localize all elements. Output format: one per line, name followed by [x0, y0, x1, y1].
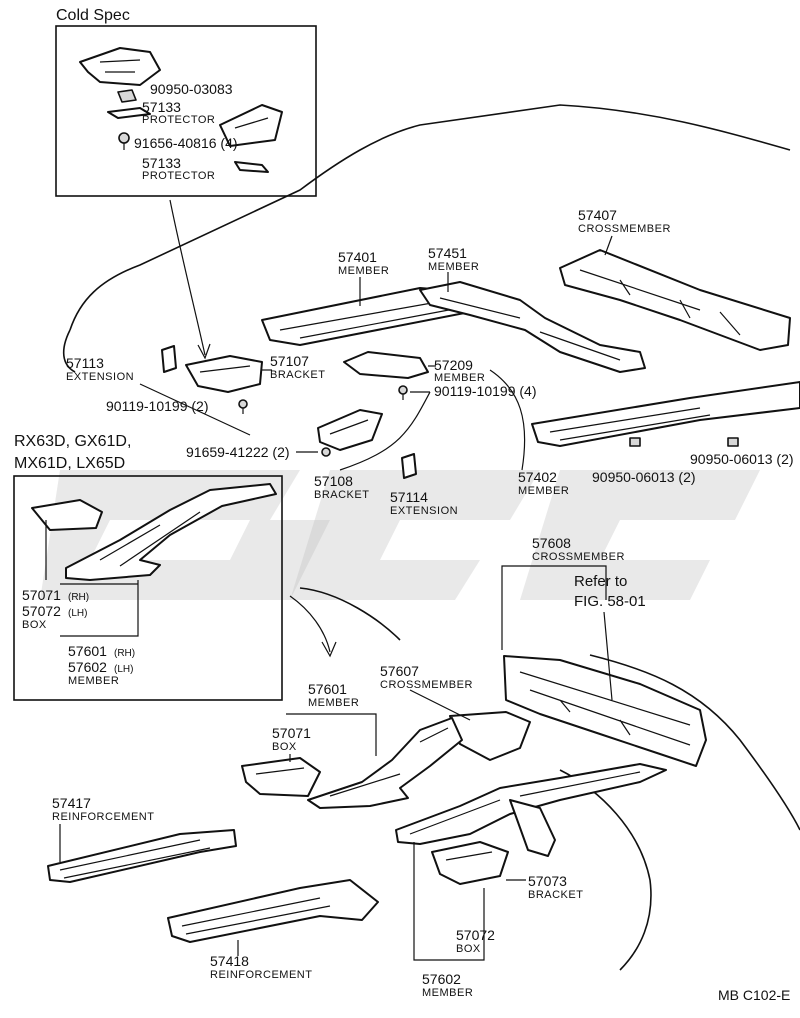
label-57401-no: 57401 — [338, 249, 377, 265]
label-90119a-no: 90119-10199 (2) — [106, 398, 208, 414]
label-var-box-side2: (LH) — [68, 608, 87, 619]
label-var-box-no2: 57072 — [22, 603, 61, 619]
label-cold-p2-name: PROTECTOR — [142, 114, 215, 126]
label-57113-no: 57113 — [66, 355, 104, 371]
part-57209-member — [343, 351, 436, 379]
label-57418-no: 57418 — [210, 953, 249, 969]
bolt-90119-a — [238, 399, 248, 414]
label-cold-p3-no: 91656-40816 (4) — [134, 135, 238, 151]
label-var-member-name: MEMBER — [68, 675, 119, 687]
label-57401-name: MEMBER — [338, 265, 389, 277]
cold-spec-title: Cold Spec — [56, 7, 130, 24]
label-90950b-no: 90950-06013 (2) — [690, 451, 794, 467]
label-57114-no: 57114 — [390, 489, 428, 505]
direction-arrow — [289, 595, 331, 653]
label-57107-no: 57107 — [270, 353, 309, 369]
label-cold-p4-name: PROTECTOR — [142, 170, 215, 182]
label-90119b-no: 90119-10199 (4) — [434, 383, 536, 399]
label-57073-no: 57073 — [528, 873, 567, 889]
label-57601-no: 57601 — [308, 681, 347, 697]
part-57402-member — [531, 381, 800, 447]
cold-spec-arrow — [169, 199, 206, 356]
label-cold-p2-no: 57133 — [142, 99, 181, 115]
part-57407-crossmember — [559, 235, 791, 351]
label-57107-name: BRACKET — [270, 369, 325, 381]
label-var-member-no2: 57602 — [68, 659, 107, 675]
refer-line1: Refer to — [574, 573, 627, 590]
label-57209-name: MEMBER — [434, 372, 485, 384]
label-cold-p1-no: 90950-03083 — [150, 81, 233, 97]
label-57108-no: 57108 — [314, 473, 353, 489]
label-57402-no: 57402 — [518, 469, 557, 485]
figure-code: MB C102-E — [718, 987, 790, 1003]
refer-line2: FIG. 58-01 — [574, 593, 646, 610]
label-57608-no: 57608 — [532, 535, 571, 551]
label-57407-name: CROSSMEMBER — [578, 223, 671, 235]
label-57602-no: 57602 — [422, 971, 461, 987]
part-57607-crossmember — [409, 689, 531, 761]
label-var-box-no1: 57071 — [22, 587, 61, 603]
label-var-member-side1: (RH) — [114, 648, 135, 659]
variants-line1: RX63D, GX61D, — [14, 433, 131, 450]
label-57108-name: BRACKET — [314, 489, 369, 501]
label-57608-name: CROSSMEMBER — [532, 551, 625, 563]
label-57417-name: REINFORCEMENT — [52, 811, 154, 823]
part-57417-reinforcement — [47, 824, 237, 883]
label-57072-no: 57072 — [456, 927, 495, 943]
part-57113-extension — [161, 345, 177, 373]
variants-inset — [13, 475, 283, 701]
label-57407-no: 57407 — [578, 207, 617, 223]
label-var-box-name: BOX — [22, 619, 47, 631]
label-57071-name: BOX — [272, 741, 297, 753]
label-57071-no: 57071 — [272, 725, 311, 741]
part-57601-member — [286, 713, 463, 809]
part-57602-member — [395, 763, 667, 857]
label-var-member-side2: (LH) — [114, 664, 133, 675]
part-57107-bracket — [185, 355, 272, 393]
label-57602-name: MEMBER — [422, 987, 473, 999]
part-57071-box — [241, 754, 321, 797]
part-57451-member — [419, 272, 646, 373]
label-57072-name: BOX — [456, 943, 481, 955]
variants-line2: MX61D, LX65D — [14, 455, 125, 472]
label-57073-name: BRACKET — [528, 889, 583, 901]
part-57114-extension — [401, 453, 417, 479]
label-57451-name: MEMBER — [428, 261, 479, 273]
bolt-90119-b — [398, 385, 408, 400]
part-57108-bracket — [317, 409, 383, 457]
label-57402-name: MEMBER — [518, 485, 569, 497]
label-var-member-no1: 57601 — [68, 643, 107, 659]
part-57418-reinforcement — [167, 879, 379, 956]
cold-spec-inset: Cold Spec 90950-03083 57133 PROTECTOR 91… — [55, 7, 317, 197]
label-57601-name: MEMBER — [308, 697, 359, 709]
label-57209-no: 57209 — [434, 357, 473, 373]
label-90950a-no: 90950-06013 (2) — [592, 469, 696, 485]
label-57451-no: 57451 — [428, 245, 467, 261]
label-57113-name: EXTENSION — [66, 371, 134, 383]
label-91659-no: 91659-41222 (2) — [186, 444, 290, 460]
label-57114-name: EXTENSION — [390, 505, 458, 517]
label-57417-no: 57417 — [52, 795, 91, 811]
part-57072-box — [431, 841, 509, 885]
part-57608-crossmember — [501, 565, 707, 767]
label-cold-p4-no: 57133 — [142, 155, 181, 171]
label-57607-name: CROSSMEMBER — [380, 679, 473, 691]
label-57418-name: REINFORCEMENT — [210, 969, 312, 981]
label-57607-no: 57607 — [380, 663, 419, 679]
label-var-box-side1: (RH) — [68, 592, 89, 603]
